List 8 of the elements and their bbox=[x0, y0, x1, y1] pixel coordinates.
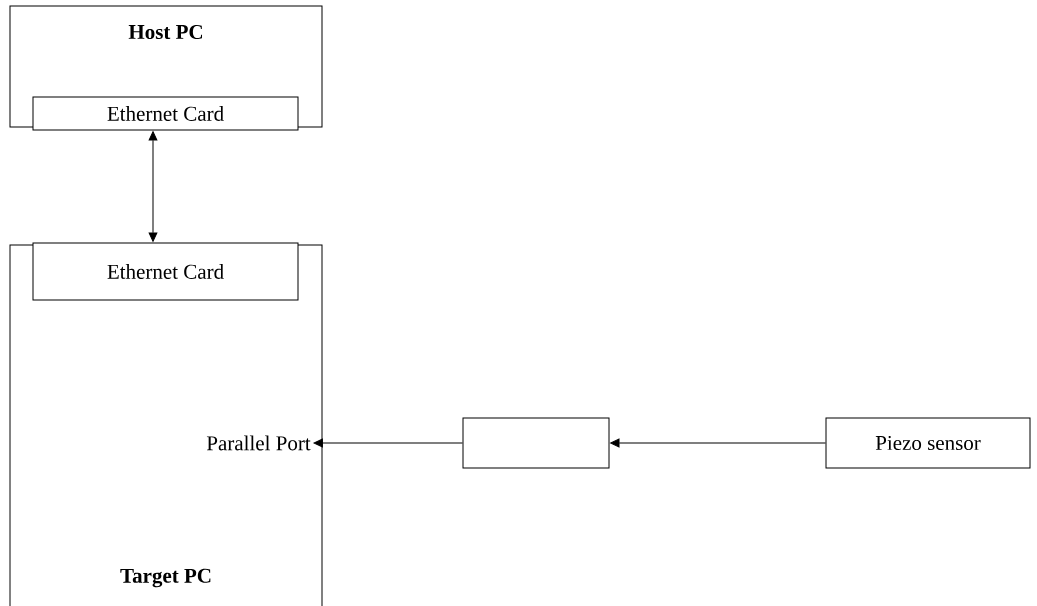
component-box: Piezo sensor bbox=[825, 417, 1031, 469]
arrow bbox=[610, 438, 826, 448]
port-label: Parallel Port bbox=[206, 435, 311, 451]
component-box: Ethernet Card bbox=[32, 242, 299, 301]
arrow bbox=[313, 438, 463, 448]
component-box: Ethernet Card bbox=[32, 96, 299, 131]
card-box bbox=[462, 417, 610, 469]
arrow bbox=[148, 131, 158, 242]
